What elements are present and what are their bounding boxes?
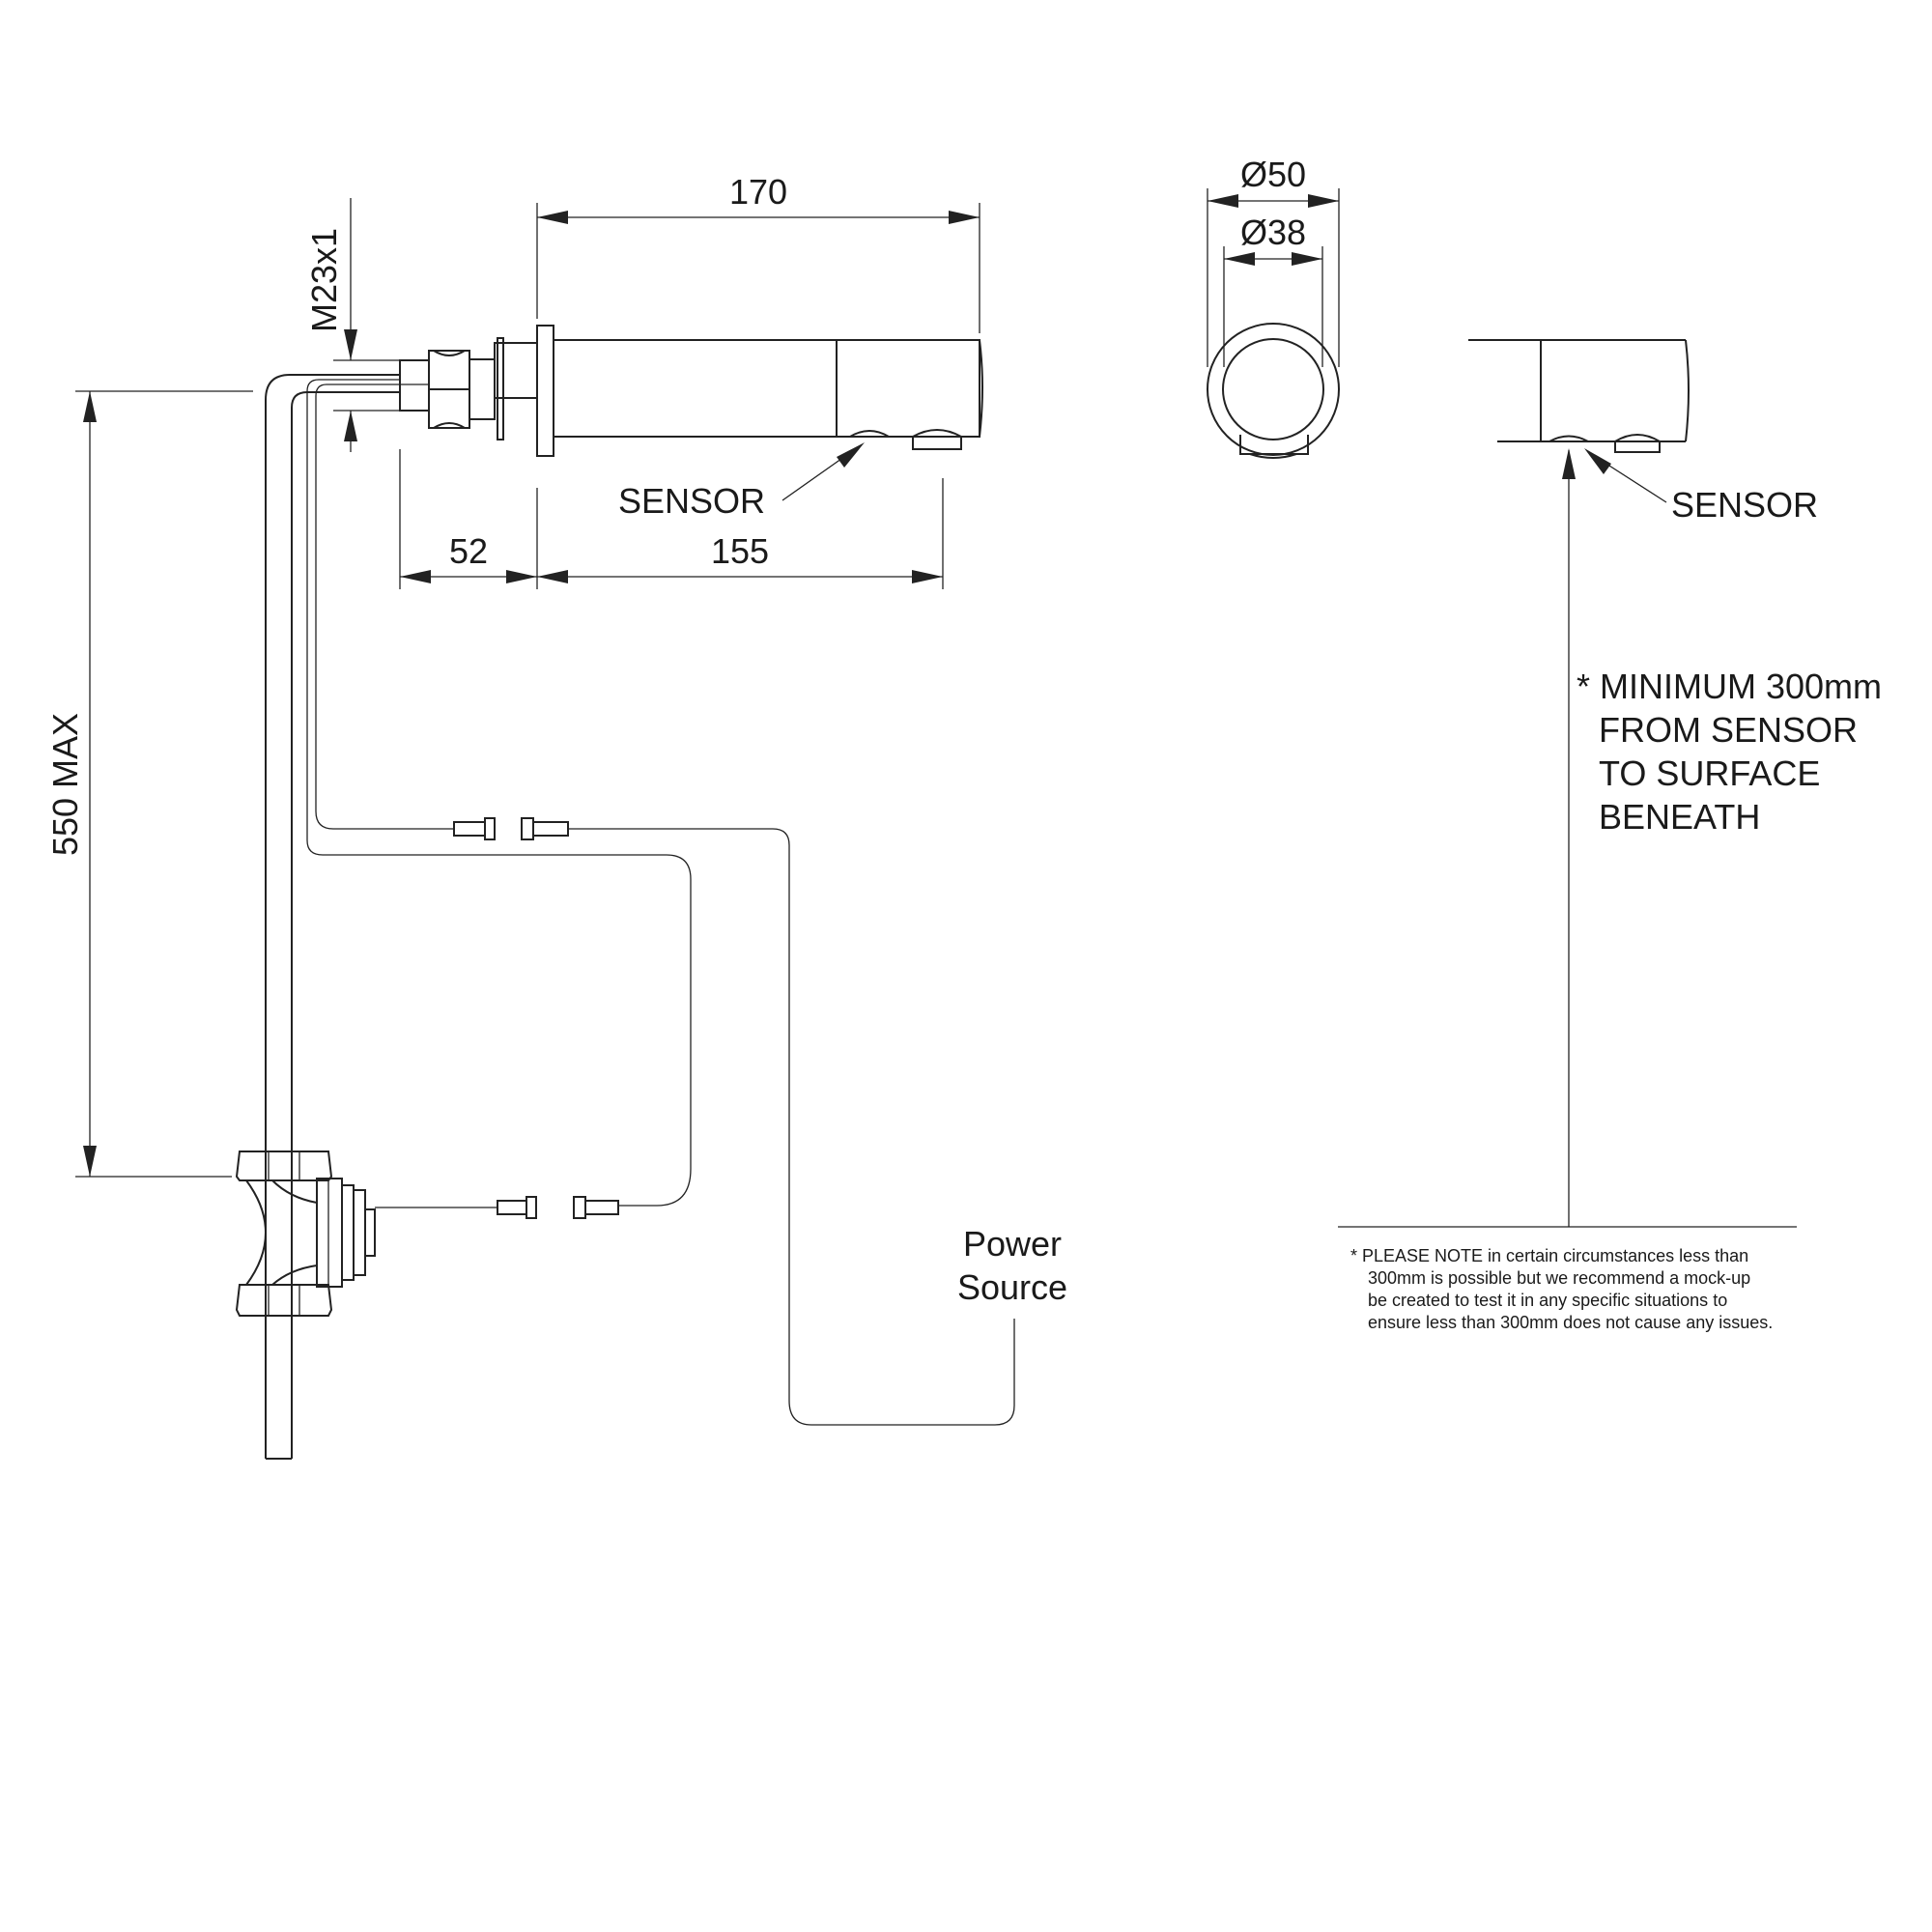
dimension-52-155 <box>399 449 944 589</box>
dimension-m23 <box>333 198 400 452</box>
footnote-line2: 300mm is possible but we recommend a moc… <box>1368 1268 1750 1288</box>
footnote-line3: be created to test it in any specific si… <box>1368 1291 1727 1310</box>
power-label-line2: Source <box>957 1267 1067 1307</box>
clearance-note-line1: * MINIMUM 300mm <box>1577 667 1882 706</box>
spout-end-view <box>1207 323 1340 459</box>
footnote-line1: * PLEASE NOTE in certain circumstances l… <box>1350 1246 1748 1265</box>
dim-170-label: 170 <box>729 172 787 212</box>
dim-m23-label: M23x1 <box>304 228 344 332</box>
dim-550-label: 550 MAX <box>45 713 85 856</box>
dimension-d38 <box>1223 246 1323 367</box>
sensor-leader-side <box>781 442 865 501</box>
power-label-line1: Power <box>963 1224 1062 1264</box>
footnote-line4: ensure less than 300mm does not cause an… <box>1368 1313 1773 1332</box>
dim-d38-label: Ø38 <box>1240 213 1306 252</box>
dim-52-label: 52 <box>449 531 488 571</box>
spout-side-view <box>399 325 983 457</box>
sensor-label-side: SENSOR <box>618 481 765 521</box>
dimension-d50 <box>1207 188 1340 367</box>
supply-pipe <box>265 374 400 1460</box>
sensor-label-right: SENSOR <box>1671 485 1818 525</box>
cables <box>306 379 1015 1426</box>
clearance-note-line3: TO SURFACE <box>1599 753 1820 793</box>
clearance-note-line2: FROM SENSOR <box>1599 710 1858 750</box>
dim-d50-label: Ø50 <box>1240 155 1306 194</box>
solenoid-valve <box>235 1151 376 1317</box>
dimension-170 <box>536 203 980 333</box>
spout-right-view <box>1468 339 1690 453</box>
dimension-550 <box>75 390 253 1178</box>
clearance-dimension <box>1338 448 1797 1228</box>
clearance-note-line4: BENEATH <box>1599 797 1760 837</box>
sensor-leader-right <box>1584 448 1667 503</box>
dim-155-label: 155 <box>711 531 769 571</box>
